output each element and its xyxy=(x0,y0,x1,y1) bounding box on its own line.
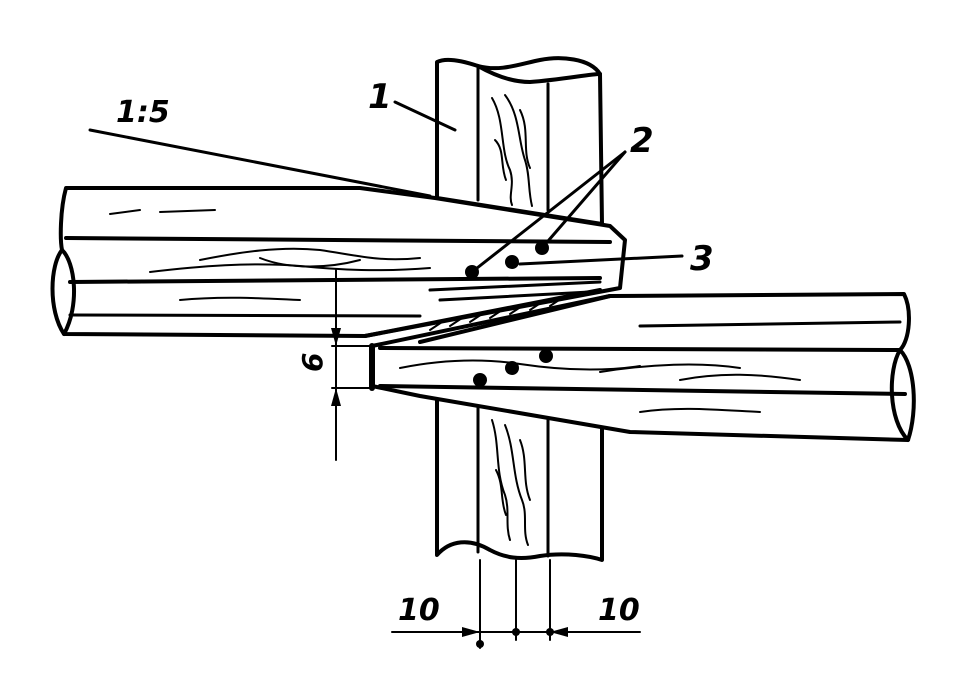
label-dimension-left: 10 xyxy=(398,593,440,628)
label-part-1: 1 xyxy=(368,77,392,117)
label-dimension-gap: 6 xyxy=(296,353,329,372)
vertical-post xyxy=(435,56,604,562)
dimension-bottom xyxy=(391,559,641,649)
leader-lines xyxy=(88,100,684,274)
nails xyxy=(465,241,553,387)
left-log xyxy=(50,186,627,338)
dimension-gap xyxy=(331,269,373,461)
overlap-zone xyxy=(363,288,612,344)
label-part-2: 2 xyxy=(630,121,654,161)
label-dimension-right: 10 xyxy=(598,593,640,628)
label-part-3: 3 xyxy=(690,239,714,279)
label-slope: 1:5 xyxy=(116,95,170,130)
right-log xyxy=(369,292,916,442)
